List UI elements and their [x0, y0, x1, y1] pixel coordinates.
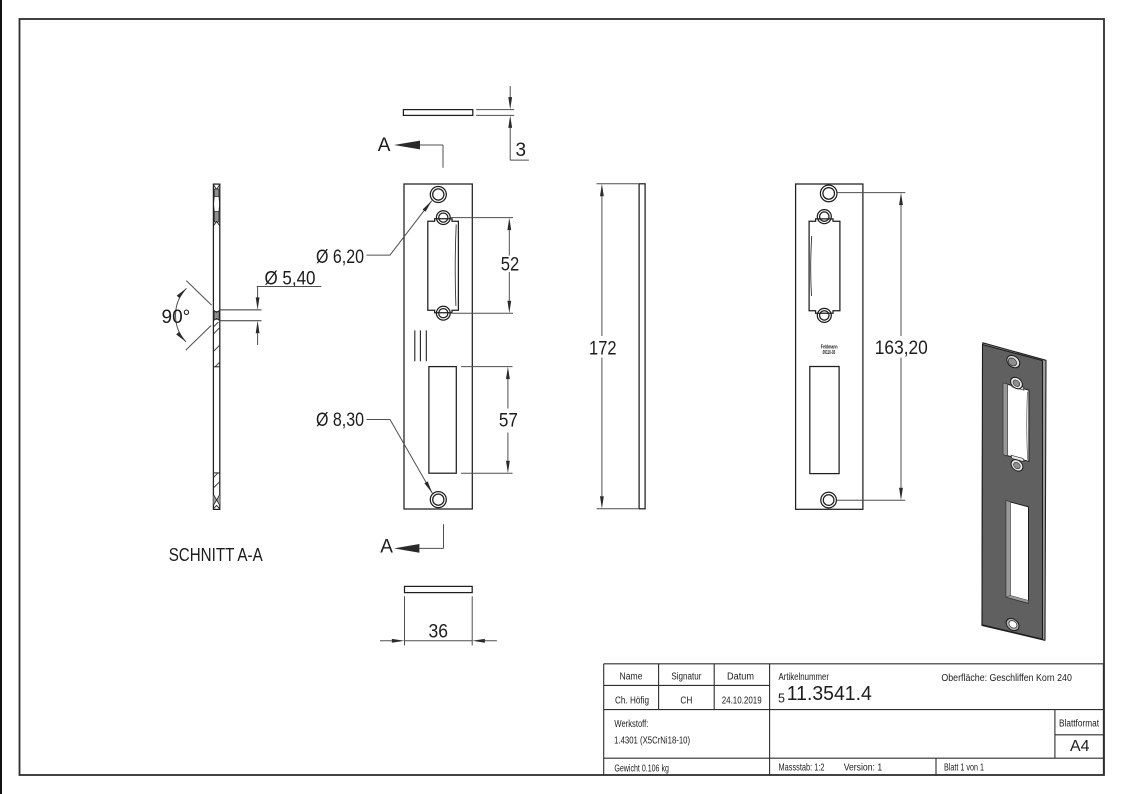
svg-text:Ch. Höfig: Ch. Höfig	[615, 696, 649, 707]
svg-text:24.10.2019: 24.10.2019	[722, 695, 762, 706]
svg-text:Name: Name	[620, 672, 643, 683]
svg-text:Ø 5,40: Ø 5,40	[265, 268, 316, 289]
svg-text:Signatur: Signatur	[671, 672, 702, 683]
svg-text:Version: 1: Version: 1	[844, 762, 883, 773]
svg-text:Massstab: 1:2: Massstab: 1:2	[779, 762, 825, 773]
svg-text:Blatt 1 von 1: Blatt 1 von 1	[944, 762, 984, 773]
svg-text:3: 3	[516, 140, 527, 161]
svg-text:A4: A4	[1070, 738, 1090, 755]
svg-text:11.3541.4: 11.3541.4	[787, 683, 872, 705]
svg-text:SCHNITT A-A: SCHNITT A-A	[169, 544, 264, 565]
svg-text:Ø 6,20: Ø 6,20	[316, 247, 364, 268]
svg-text:90°: 90°	[162, 307, 191, 328]
svg-text:57: 57	[499, 410, 518, 431]
svg-text:Datum: Datum	[727, 672, 754, 683]
svg-text:Oberfläche: Geschliffen Korn: Oberfläche: Geschliffen Korn 240	[941, 673, 1072, 684]
svg-text:Artikelnummer: Artikelnummer	[779, 672, 830, 683]
svg-text:172: 172	[589, 338, 617, 359]
svg-text:Blattformat: Blattformat	[1059, 719, 1099, 730]
svg-text:Werkstoff:: Werkstoff:	[614, 719, 648, 730]
svg-text:52: 52	[501, 254, 520, 275]
svg-text:09110-03: 09110-03	[823, 350, 836, 356]
svg-text:163,20: 163,20	[875, 338, 928, 359]
svg-text:A: A	[380, 537, 393, 558]
svg-text:A: A	[378, 135, 391, 156]
svg-text:Feldmann: Feldmann	[821, 345, 838, 351]
svg-text:Ø 8,30: Ø 8,30	[316, 410, 364, 431]
svg-text:Gewicht 0.106 kg: Gewicht 0.106 kg	[614, 763, 669, 774]
svg-text:CH: CH	[680, 695, 692, 706]
svg-text:36: 36	[429, 622, 449, 643]
svg-text:5: 5	[778, 691, 785, 705]
svg-text:1.4301 (X5CrNi18-10): 1.4301 (X5CrNi18-10)	[614, 736, 690, 747]
